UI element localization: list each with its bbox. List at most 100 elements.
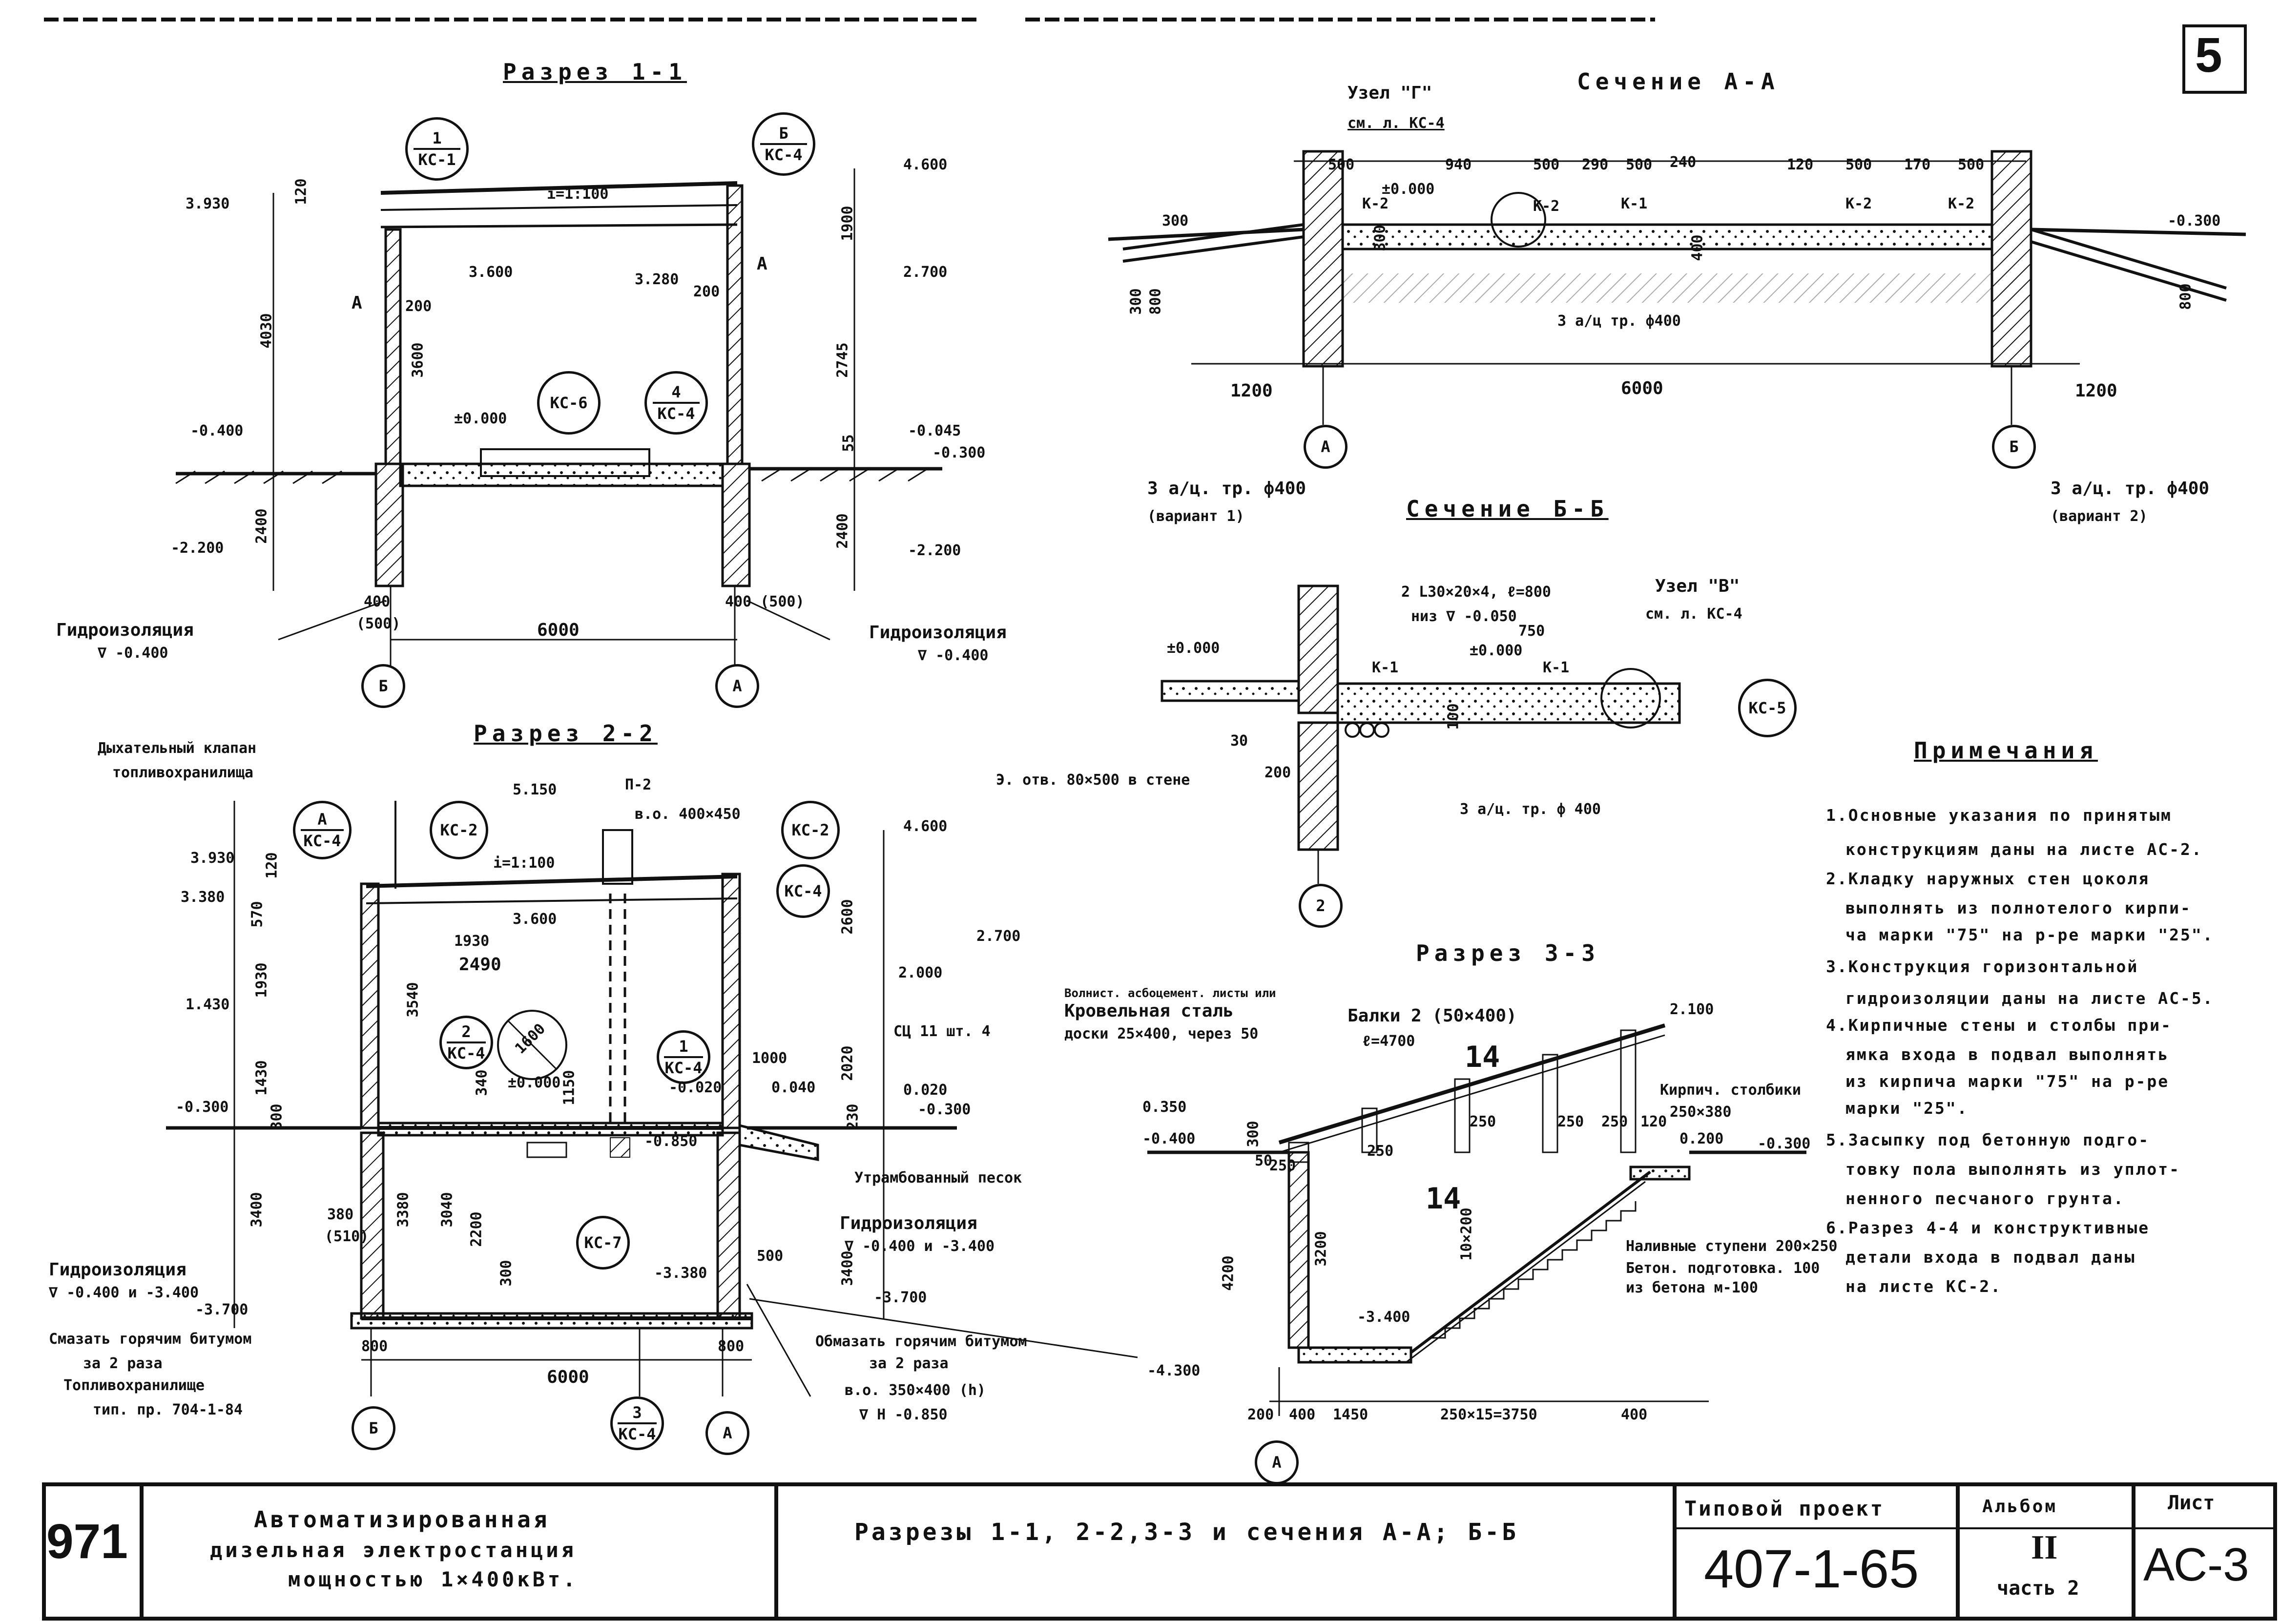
level: 2.100 [1670,1001,1714,1018]
hydro-level: ∇ -0.400 и -3.400 [49,1284,199,1301]
dimension: 250×15=3750 [1440,1406,1537,1423]
level: -0.300 [2168,212,2221,229]
p2-size: в.о. 400×450 [635,806,741,823]
dimension: 6000 [1621,378,1663,398]
note-line: марки "25". [1845,1099,1969,1118]
level: -0.850 [644,1133,698,1150]
callout-ks5: КС-5 [1738,679,1797,737]
project-label: Типовой проект [1684,1497,1885,1520]
level: -2.200 [908,542,961,559]
element-k1: К-1 [1372,659,1399,676]
dimension: 1430 [253,1060,270,1096]
bitumen-label: Обмазать горячим битумом [815,1333,1027,1350]
level: -0.300 [1758,1135,1811,1152]
dimension: 250 [1601,1113,1628,1130]
level: 0.200 [1679,1130,1724,1147]
dimension: 250 [1470,1113,1496,1130]
dimension: (510) [325,1228,369,1245]
section-3-3-lines [1147,1023,1806,1416]
node-label: Узел "В" [1655,576,1740,596]
note-line: ямка входа в подвал выполнять [1845,1045,2170,1064]
dimension: 55 [840,434,857,452]
axis-a: А [715,664,759,708]
dimension: 300 [1371,225,1389,251]
dimension: 500 [1845,156,1872,173]
mark: А [757,254,767,274]
dimension: 120 [1640,1113,1667,1130]
dimension: 100 [1445,703,1462,730]
dimension: 250 [1557,1113,1584,1130]
note-line: 5.Засыпку под бетонную подго- [1826,1130,2150,1149]
node-label: Узел "Г" [1347,83,1432,103]
dimension: 1930 [454,933,490,950]
p2-label: П-2 [625,776,652,793]
opening-level: ∇ Н -0.850 [859,1406,948,1423]
level: 0.040 [771,1079,816,1096]
level: 2.000 [898,964,943,981]
dimension: 380 [327,1206,354,1223]
dimension: 290 [1582,156,1609,173]
dimension: 940 [1445,156,1472,173]
hydro-level: ∇ -0.400 [98,645,168,662]
dimension: 250 [1269,1157,1296,1174]
dimension: 6000 [537,620,580,640]
dimension: 570 [249,901,266,928]
project-name-line3: мощностью 1×400кВт. [288,1567,579,1591]
drawing-title: Разрезы 1-1, 2-2,3-3 и сечения А-А; Б-Б [854,1519,1519,1546]
dimension: 3600 [409,342,427,378]
axis-a: А [705,1411,749,1455]
axis-b: Б [352,1406,395,1450]
notes-title: Примечания [1914,737,2098,764]
dimension: 800 [718,1338,745,1355]
note-line: 1.Основные указания по принятым [1826,806,2172,825]
callout-ks6: КС-6 [537,371,601,435]
dimension: 200 [693,283,720,300]
level: 3.280 [635,271,679,288]
axis-b: Б [1992,425,2036,469]
dimension: 1150 [560,1070,578,1105]
roof-label: Кровельная сталь [1064,1001,1234,1021]
variant-sub: (вариант 2) [2051,508,2148,525]
vent-label: топливохранилища [112,764,253,781]
level: 3.380 [181,889,225,906]
level: ±0.000 [1382,181,1435,198]
dimension: 3540 [404,982,422,1018]
section-2-2-lines [166,801,1138,1397]
level: -3.700 [874,1289,927,1306]
project-number: 407-1-65 [1704,1539,1919,1599]
dimension: 170 [1904,156,1931,173]
note-line: гидроизоляции даны на листе АС-5. [1845,989,2214,1008]
dimension: 120 [1787,156,1814,173]
tank-label: Топливохранилище [63,1377,205,1394]
roof-slope: i=1:100 [547,186,609,203]
dimension: 1200 [1230,381,1273,401]
tank-label: тип. пр. 704-1-84 [93,1401,243,1418]
dimension: 2400 [253,508,270,544]
bitumen-label: за 2 раза [869,1355,949,1372]
opening-label: Э. отв. 80×500 в стене [996,771,1190,789]
axis-b: Б [361,664,405,708]
sand-label: Утрамбованный песок [854,1169,1022,1187]
steps-label: Бетон. подготовка. 100 [1626,1260,1820,1277]
bitumen-label: за 2 раза [83,1355,163,1372]
section-1-1-lines [175,168,942,674]
dimension: 300 [268,1103,286,1130]
section-a-a-title: Сечение А-А [1577,68,1780,95]
level: 1.430 [186,996,230,1013]
axis-a: А [1255,1440,1299,1484]
callout-ks2: КС-2 [430,801,488,859]
callout-ks2: КС-2 [781,801,840,859]
sheet-label: Лист [2168,1492,2215,1514]
hydro-label: Гидроизоляция [869,623,1007,643]
level: -0.020 [669,1079,722,1096]
level: ±0.000 [508,1074,561,1091]
dimension: 800 [2177,283,2195,310]
level: 2.700 [903,264,948,281]
dimension: 2020 [839,1045,856,1081]
level: 0.020 [903,1082,948,1099]
level: 2.700 [976,928,1021,945]
callout-ks7: КС-7 [576,1216,630,1270]
